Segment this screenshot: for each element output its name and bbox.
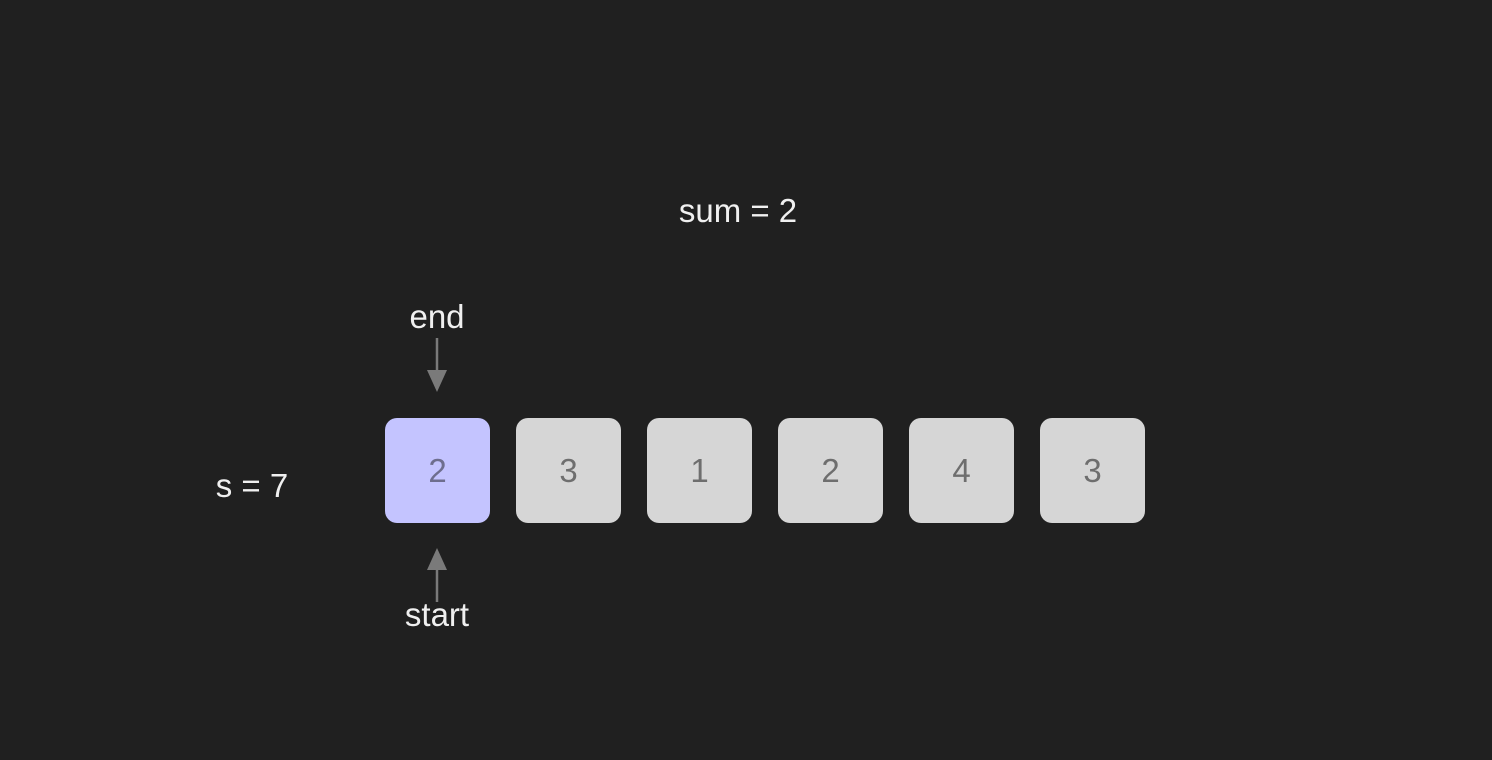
start-pointer-label: start bbox=[404, 596, 470, 633]
start-arrow-icon bbox=[427, 548, 447, 602]
cell-value: 2 bbox=[428, 451, 447, 489]
array-cell: 3 bbox=[1040, 418, 1145, 523]
array-cell: 2 bbox=[385, 418, 490, 523]
end-pointer-label: end bbox=[409, 298, 465, 335]
end-arrow-icon bbox=[427, 338, 447, 392]
cell-value: 3 bbox=[1083, 451, 1102, 489]
target-sum-label: s = 7 bbox=[215, 467, 289, 504]
cell-value: 2 bbox=[821, 451, 840, 489]
array-cell: 2 bbox=[778, 418, 883, 523]
cell-value: 3 bbox=[559, 451, 578, 489]
array-cell: 3 bbox=[516, 418, 621, 523]
cell-value: 1 bbox=[690, 451, 709, 489]
array-row: 2 3 1 2 4 3 bbox=[385, 418, 1145, 523]
cell-value: 4 bbox=[952, 451, 971, 489]
array-cell: 1 bbox=[647, 418, 752, 523]
array-cell: 4 bbox=[909, 418, 1014, 523]
sum-label: sum = 2 bbox=[678, 192, 798, 229]
